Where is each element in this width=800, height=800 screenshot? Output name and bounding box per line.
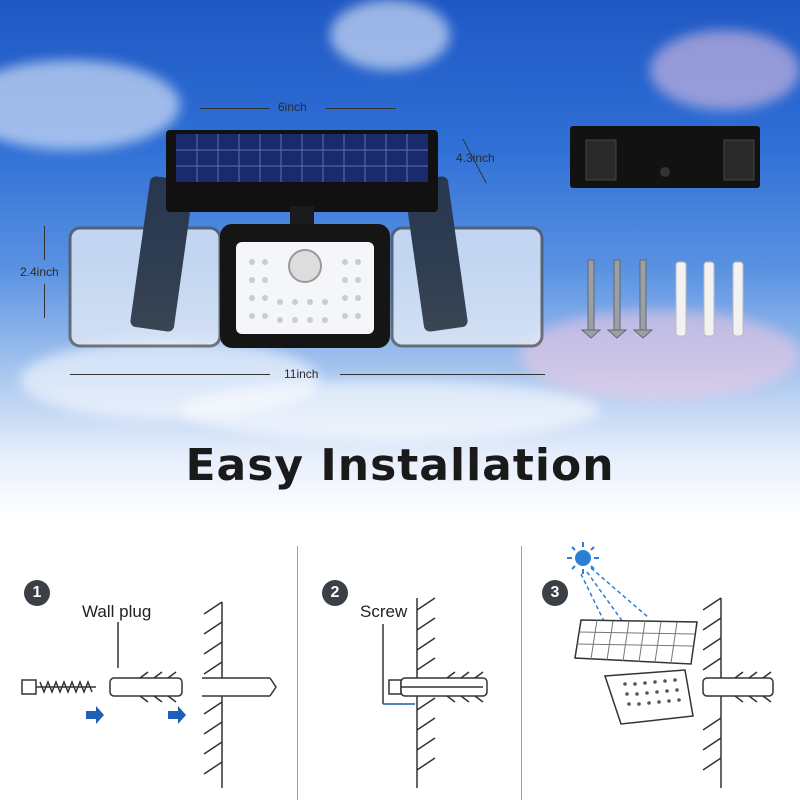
step-2-diagram <box>382 597 488 788</box>
step-1-label: Wall plug <box>82 602 152 621</box>
step-2-label: Screw <box>360 602 408 621</box>
width-dimension-line <box>200 108 270 109</box>
length-label: 11inch <box>284 367 319 381</box>
solar-panel <box>166 130 438 228</box>
sun-icon <box>567 542 599 574</box>
solar-light-illustration <box>68 126 760 348</box>
step-3-badge: 3 <box>542 580 568 606</box>
height-dimension-line <box>44 226 45 260</box>
step-2-badge: 2 <box>322 580 348 606</box>
step-divider <box>521 546 522 800</box>
step-1-badge: 1 <box>24 580 50 606</box>
wall-plugs <box>675 261 744 337</box>
mounting-bracket <box>570 126 760 188</box>
length-dimension-line <box>70 374 270 375</box>
step-3-diagram <box>567 542 774 788</box>
arrow-icon <box>86 706 186 724</box>
height-label: 2.4inch <box>20 265 59 279</box>
page-title: Easy Installation <box>185 440 615 491</box>
screws <box>580 259 654 339</box>
depth-label: 4.3inch <box>456 151 495 165</box>
width-label: 6inch <box>278 100 307 114</box>
left-lamp-head <box>68 176 222 348</box>
product-hero: 6inch 4.3inch 2.4inch 11inch <box>0 0 800 518</box>
center-lamp-head <box>220 224 390 348</box>
step-1-diagram <box>21 601 277 788</box>
step-divider <box>297 546 298 800</box>
right-lamp-head <box>390 176 544 348</box>
installation-steps: 1 Wall plug 2 Screw <box>0 518 800 800</box>
